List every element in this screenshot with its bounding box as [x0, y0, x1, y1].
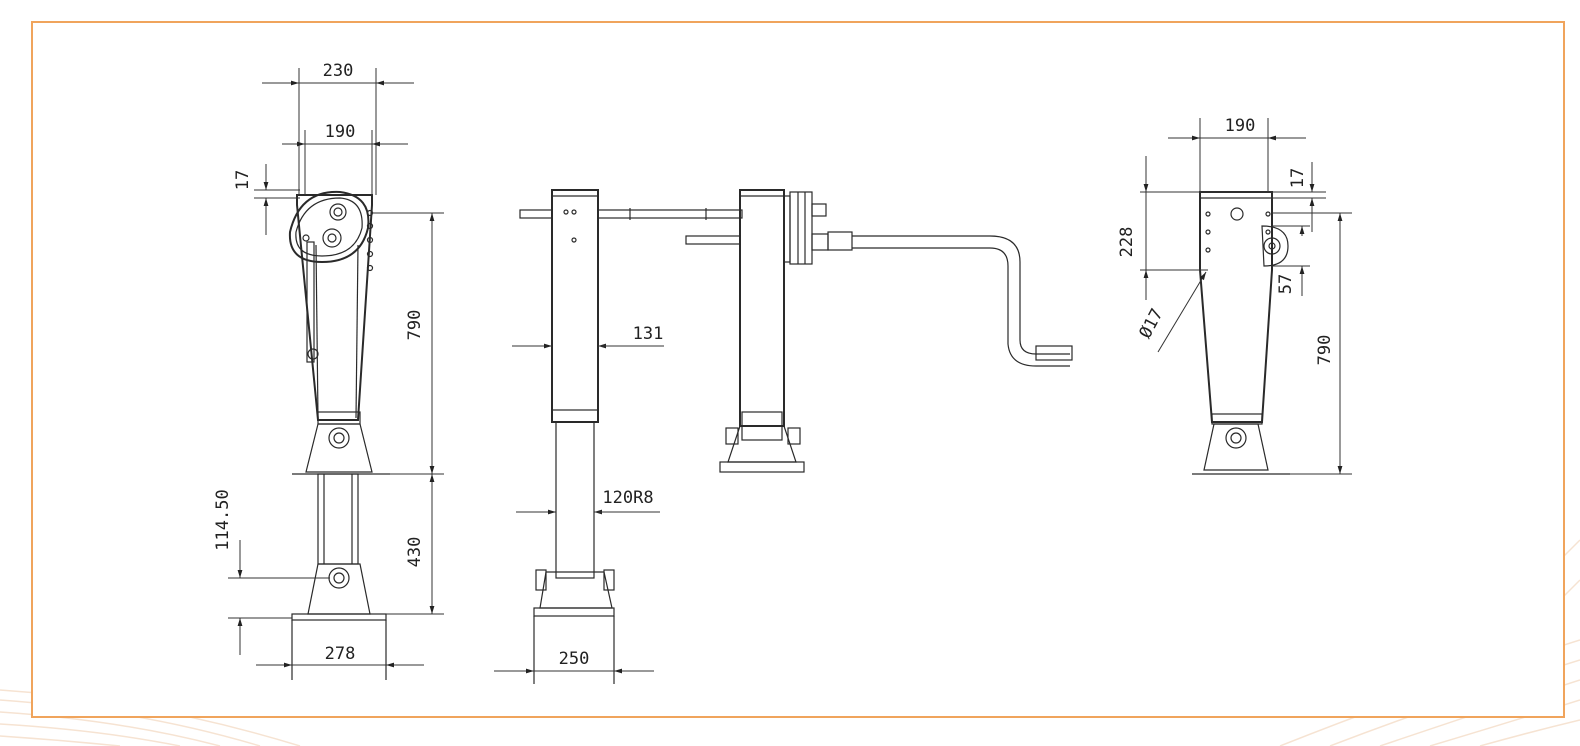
dim-rear-width-190: 190: [1225, 116, 1256, 136]
dim-foot-width-278: 278: [325, 644, 356, 664]
side-view: 131 120R8 250: [494, 189, 743, 684]
dim-inner-width-190: 190: [325, 122, 356, 142]
dim-upper-tube-131: 131: [633, 324, 664, 344]
dim-side-foot-width-250: 250: [559, 649, 590, 669]
dim-rear-height-790: 790: [1315, 335, 1335, 366]
dim-hole-diameter-17: Ø17: [1136, 305, 1168, 342]
dim-foot-pin-114-50: 114.50: [213, 489, 233, 550]
drawing-frame: [31, 21, 1565, 718]
dim-flange-17: 17: [233, 170, 253, 190]
dim-top-width-230: 230: [323, 61, 354, 81]
crank-view-tube: [739, 189, 785, 427]
rear-view: 190 17 228 Ø17 57 790: [1117, 116, 1352, 475]
front-view: 230 190 17 790 430 114.50 278: [213, 61, 444, 680]
dim-bolt-pattern-228: 228: [1117, 227, 1137, 258]
dim-rear-flange-17: 17: [1288, 168, 1308, 188]
dim-lower-tube-120r8: 120R8: [602, 488, 653, 508]
dim-lower-height-430: 430: [405, 537, 425, 568]
rear-view-body: [1199, 191, 1273, 423]
side-view-upper-tube: [551, 189, 599, 423]
dim-rear-offset-57: 57: [1276, 274, 1296, 294]
crank-view: [685, 189, 1073, 473]
dim-upper-height-790: 790: [405, 310, 425, 341]
